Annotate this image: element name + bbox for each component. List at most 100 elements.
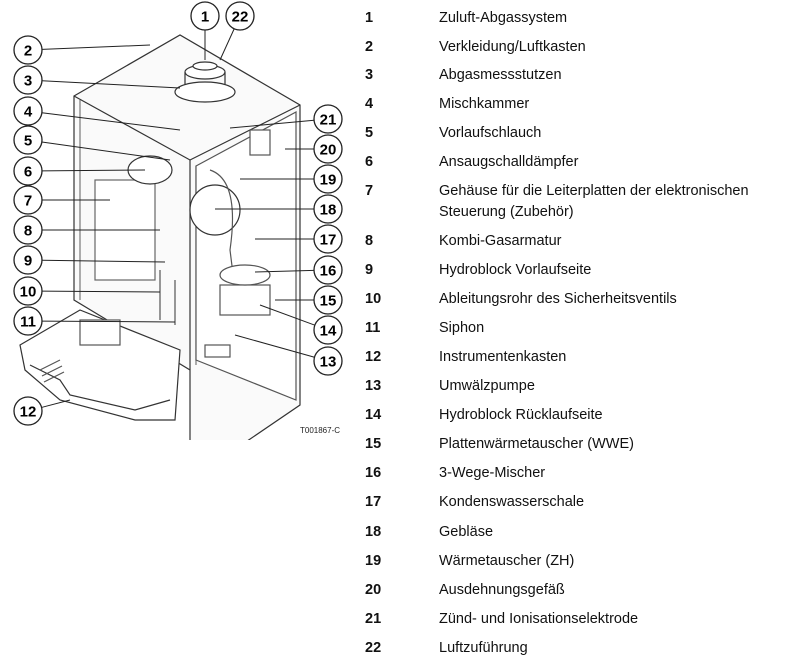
leader-line <box>41 44 151 50</box>
legend-text: Verkleidung/Luftkasten <box>439 39 586 55</box>
callout-number: 8 <box>24 223 32 240</box>
legend-text: Hydroblock Rücklaufseite <box>439 407 603 423</box>
callout-circle <box>13 185 43 215</box>
callout-circle <box>13 396 43 426</box>
legend-text: Instrumentenkasten <box>439 349 567 365</box>
leader-line <box>41 112 181 131</box>
leader-lines <box>41 28 316 408</box>
figure-id: T001867-C <box>300 426 341 435</box>
leader-line <box>41 320 176 323</box>
callout-number: 3 <box>24 73 32 90</box>
callout-21: 21 <box>313 104 343 134</box>
legend-text: Ableitungsrohr des Sicherheitsventils <box>439 291 677 307</box>
legend-text: Wärmetauscher (ZH) <box>439 553 575 569</box>
legend-text: Vorlaufschlauch <box>439 125 542 141</box>
callout-number: 14 <box>320 323 337 340</box>
legend-text: Abgasmessstutzen <box>439 67 562 83</box>
callout-circle <box>313 164 343 194</box>
callout-number: 5 <box>24 133 32 150</box>
legend-number: 9 <box>365 262 374 278</box>
callout-2: 2 <box>13 35 43 65</box>
legend-number: 12 <box>365 349 382 365</box>
callout-circle <box>313 194 343 224</box>
legend-text: Ansaugschalldämpfer <box>439 154 579 170</box>
callout-20: 20 <box>313 134 343 164</box>
legend-text: Siphon <box>439 320 485 336</box>
legend-text: Gebläse <box>439 524 494 540</box>
callout-number: 2 <box>24 43 32 60</box>
legend-number: 21 <box>365 611 382 627</box>
legend-number: 19 <box>365 553 382 569</box>
legend-text: Hydroblock Vorlaufseite <box>439 262 592 278</box>
legend-text: Zünd- und Ionisationselektrode <box>439 611 639 627</box>
callout-18: 18 <box>313 194 343 224</box>
boiler-drawing <box>19 34 301 440</box>
leader-line <box>41 259 166 263</box>
legend-number: 11 <box>365 320 381 336</box>
callout-number: 18 <box>320 202 337 219</box>
callout-12: 12 <box>13 396 43 426</box>
callout-circle <box>13 245 43 275</box>
legend-number: 18 <box>365 524 382 540</box>
callout-circle <box>190 1 220 31</box>
callout-number: 20 <box>320 142 337 159</box>
callout-1: 1 <box>190 1 220 31</box>
callout-number: 16 <box>320 263 337 280</box>
legend-text: 3-Wege-Mischer <box>439 465 546 481</box>
legend-number: 6 <box>365 154 374 170</box>
callout-number: 4 <box>24 104 33 121</box>
callout-number: 17 <box>320 232 337 249</box>
legend-number: 15 <box>365 436 382 452</box>
callout-number: 19 <box>320 172 337 189</box>
legend-number: 4 <box>365 96 374 112</box>
callout-number: 12 <box>20 404 37 421</box>
callout-9: 9 <box>13 245 43 275</box>
legend-text: Umwälzpumpe <box>439 378 535 394</box>
callout-14: 14 <box>313 315 343 345</box>
leader-line <box>41 399 71 408</box>
callout-circle <box>313 346 343 376</box>
legend-number: 13 <box>365 378 382 394</box>
callout-number: 13 <box>320 354 337 371</box>
callout-circle <box>313 224 343 254</box>
callout-circle <box>13 125 43 155</box>
legend-number: 3 <box>365 67 374 83</box>
leader-line <box>234 334 315 358</box>
callout-4: 4 <box>13 96 43 126</box>
callout-3: 3 <box>13 65 43 95</box>
callout-13: 13 <box>313 346 343 376</box>
callout-22: 22 <box>225 1 255 31</box>
legend-number: 2 <box>365 39 374 55</box>
legend-text: Plattenwärmetauscher (WWE) <box>439 436 634 452</box>
callout-circle <box>13 96 43 126</box>
callout-number: 6 <box>24 164 32 181</box>
legend-text: Ausdehnungsgefäß <box>439 582 565 598</box>
callout-circle <box>13 156 43 186</box>
callout-15: 15 <box>313 285 343 315</box>
legend-number: 5 <box>365 125 374 141</box>
callout-circle <box>13 65 43 95</box>
callout-circle <box>13 215 43 245</box>
callout-19: 19 <box>313 164 343 194</box>
legend-number: 17 <box>365 494 382 510</box>
legend-number: 10 <box>365 291 382 307</box>
leader-line <box>41 141 171 161</box>
legend-text: Luftzuführung <box>439 640 528 656</box>
leader-line <box>229 119 315 129</box>
callout-circle <box>13 276 43 306</box>
callout-7: 7 <box>13 185 43 215</box>
legend-text: Zuluft-Abgassystem <box>439 10 568 26</box>
callout-circle <box>13 306 43 336</box>
callout-number: 7 <box>24 193 32 210</box>
leader-line <box>41 169 146 172</box>
legend-number: 7 <box>365 183 374 199</box>
leader-line <box>254 269 315 273</box>
leader-line <box>259 304 316 326</box>
callout-10: 10 <box>13 276 43 306</box>
callout-number: 9 <box>24 253 32 270</box>
callout-8: 8 <box>13 215 43 245</box>
callout-number: 21 <box>320 112 337 129</box>
callout-circle <box>313 315 343 345</box>
